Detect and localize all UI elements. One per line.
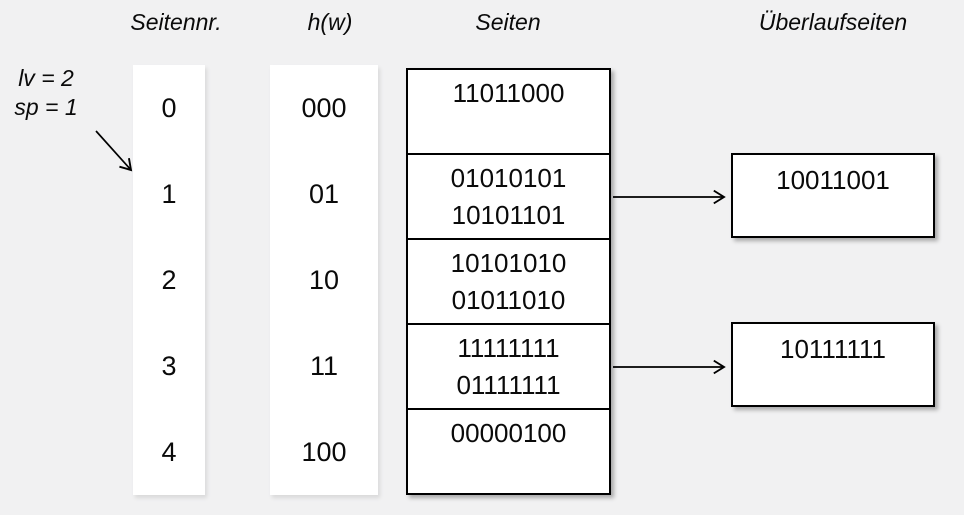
pages-box: 11011000 01010101 10101101 10101010 0101… xyxy=(406,68,611,495)
hash-value: 000 xyxy=(301,92,347,123)
page-row-1: 01010101 10101101 xyxy=(408,155,609,240)
binary-value: 01010101 xyxy=(450,163,567,193)
split-pointer-arrow-icon xyxy=(95,130,133,172)
overflow-page-1: 10011001 xyxy=(731,153,935,238)
column-header-seitennr: Seitennr. xyxy=(130,9,222,35)
page-row-0: 11011000 xyxy=(408,70,609,155)
binary-value: 00000100 xyxy=(450,418,567,448)
hash-value: 11 xyxy=(309,350,339,381)
page-number-column: 0 1 2 3 4 xyxy=(133,65,205,495)
split-pointer-value: sp = 1 xyxy=(14,94,78,120)
binary-value: 01011010 xyxy=(451,285,566,315)
column-header-seiten: Seiten xyxy=(475,9,541,35)
binary-value: 11111111 xyxy=(457,333,560,363)
page-number: 4 xyxy=(161,436,177,467)
overflow-value: 10011001 xyxy=(776,165,890,195)
state-annotation: lv = 2 sp = 1 xyxy=(2,64,90,122)
overflow-page-2: 10111111 xyxy=(731,322,935,407)
level-value: lv = 2 xyxy=(18,65,74,91)
page-number: 2 xyxy=(161,264,177,295)
binary-value: 11011000 xyxy=(452,78,565,108)
binary-value: 10101101 xyxy=(451,200,566,230)
column-header-ueberlaufseiten: Überlaufseiten xyxy=(758,9,908,35)
page-row-2: 10101010 01011010 xyxy=(408,240,609,325)
column-header-hw: h(w) xyxy=(307,9,353,35)
hash-value: 01 xyxy=(308,178,340,209)
hash-value-column: 000 01 10 11 100 xyxy=(270,65,378,495)
page-number: 3 xyxy=(161,350,177,381)
page-number: 0 xyxy=(161,92,177,123)
hash-value: 10 xyxy=(308,264,340,295)
page-number: 1 xyxy=(161,178,177,209)
hash-value: 100 xyxy=(301,436,347,467)
binary-value: 01111111 xyxy=(456,370,561,400)
page-row-3: 11111111 01111111 xyxy=(408,325,609,410)
page-row-4: 00000100 xyxy=(408,410,609,493)
binary-value: 10101010 xyxy=(450,248,567,278)
overflow-value: 10111111 xyxy=(779,334,887,364)
